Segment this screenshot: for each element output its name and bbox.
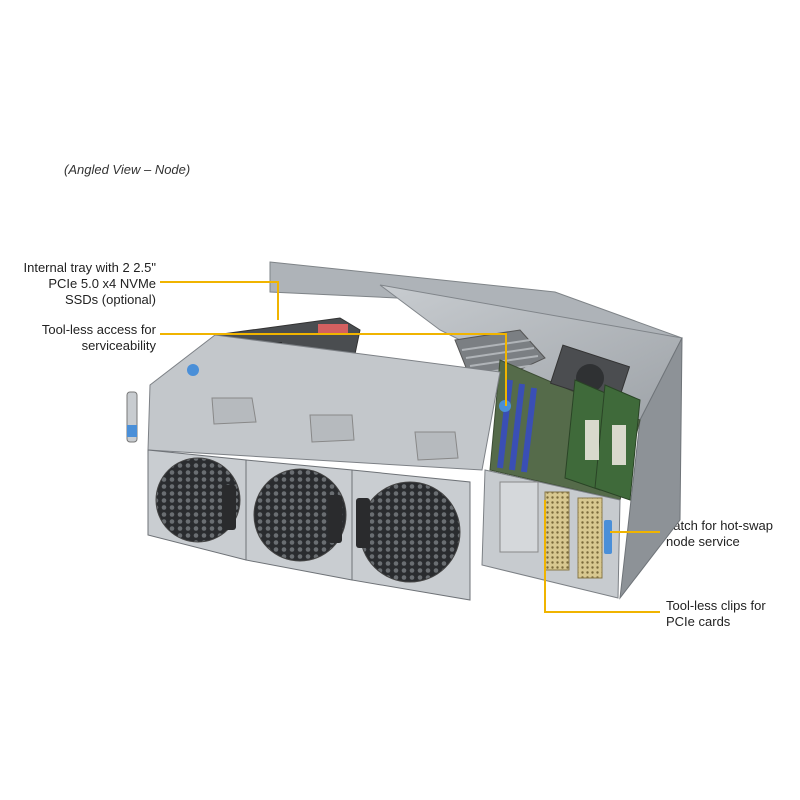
pcie-bracket-panel xyxy=(481,469,621,599)
thumbscrew-left-icon xyxy=(187,364,199,376)
fan-bay-2 xyxy=(245,459,353,581)
callout-line-internal-tray xyxy=(160,281,279,320)
latch-left-icon xyxy=(126,391,138,443)
callout-pcie-clips: Tool-less clips for PCIe cards xyxy=(666,598,766,629)
front-top-cover xyxy=(147,334,501,471)
latch-right-icon xyxy=(604,520,612,554)
view-caption: (Angled View – Node) xyxy=(64,162,191,177)
callout-toolless-access: Tool-less access for serviceability xyxy=(41,322,156,353)
callout-line-toolless xyxy=(160,333,507,406)
dimm-slots xyxy=(497,379,537,473)
callout-lines xyxy=(160,281,660,613)
callout-latch: Latch for hot-swap node service xyxy=(666,518,773,549)
callout-line-pcie-clips xyxy=(544,500,660,613)
fan-bay-3 xyxy=(351,469,471,601)
fan-bay-1 xyxy=(147,449,247,561)
pcie-cards xyxy=(564,379,641,501)
callout-internal-tray: Internal tray with 2 2.5" PCIe 5.0 x4 NV… xyxy=(23,260,156,307)
